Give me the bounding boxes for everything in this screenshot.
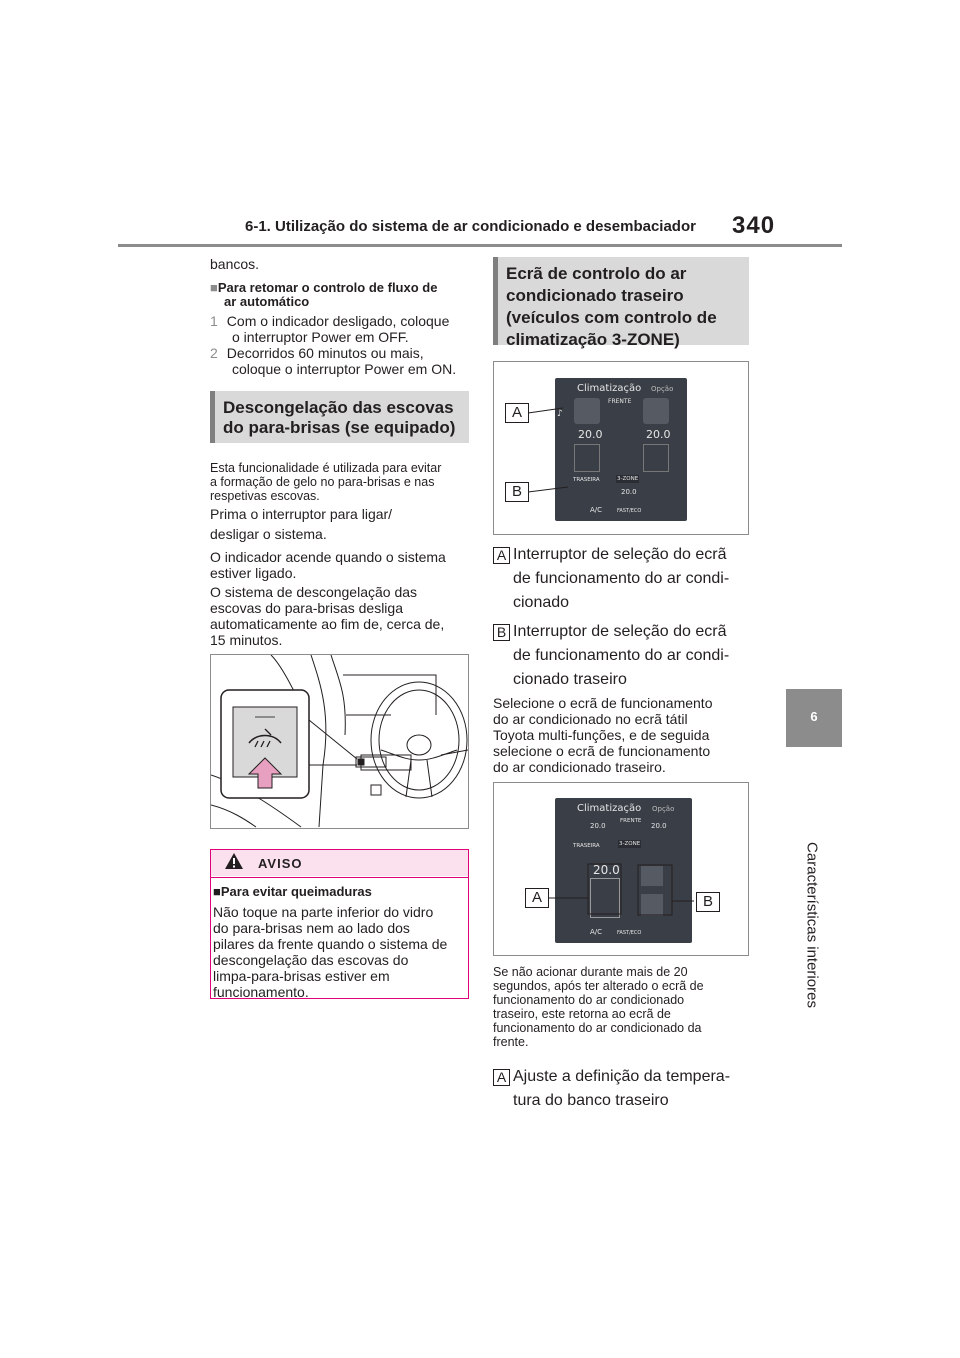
temp-left-adjust[interactable] xyxy=(574,444,600,472)
item-a-badge: A xyxy=(493,547,510,564)
ac-button[interactable]: A/C xyxy=(590,928,603,936)
section-title: 6-1. Utilização do sistema de ar condici… xyxy=(245,218,696,235)
temp-right-adjust[interactable] xyxy=(643,444,669,472)
front-label: FRENTE xyxy=(620,818,642,824)
fast-eco-button[interactable]: FAST/ECO xyxy=(617,508,642,514)
section-header-rear-line2: condicionado traseiro xyxy=(506,286,684,305)
temp-big: 20.0 xyxy=(593,863,620,877)
seat-right-button[interactable] xyxy=(643,398,669,424)
indicator-text: O indicador acende quando o sistema esti… xyxy=(210,549,446,581)
item-a2-badge: A xyxy=(493,1069,510,1086)
chapter-label: Características interiores xyxy=(803,842,821,1008)
option-tab[interactable]: Opção xyxy=(652,805,675,813)
zone-tab[interactable]: 3-ZONE xyxy=(618,840,642,848)
item-a2-text: Ajuste a definição da tempera- tura do b… xyxy=(513,1068,731,1109)
temp-right: 20.0 xyxy=(646,428,671,441)
zone-tab[interactable]: 3-ZONE xyxy=(616,475,640,483)
rear-seat-button[interactable] xyxy=(641,866,663,886)
rear-tab[interactable]: TRASEIRA xyxy=(573,477,600,483)
warning-subtitle: ■Para evitar queimaduras xyxy=(213,884,372,899)
warning-body: Não toque na parte inferior do vidro do … xyxy=(213,904,448,1000)
section-header-rear-line3: (veículos com controlo de xyxy=(506,308,717,327)
temp-right: 20.0 xyxy=(651,822,667,830)
climate-screen-2: Climatização Opção 20.0 FRENTE 20.0 TRAS… xyxy=(555,798,692,943)
chapter-tab xyxy=(786,689,842,747)
section-header-defrost-line2: do para-brisas (se equipado) xyxy=(223,418,456,437)
bullet-square-icon: ■ xyxy=(210,280,218,295)
bullet-square-icon: ■ xyxy=(213,884,221,899)
climate-screen-1: Climatização Opção ♪ FRENTE 20.0 20.0 TR… xyxy=(555,378,687,521)
section-header-defrost-line1: Descongelação das escovas xyxy=(223,398,454,417)
temp-left: 20.0 xyxy=(590,822,606,830)
step-2-cont: coloque o interruptor Power em ON. xyxy=(232,361,457,377)
section-header-rear-line1: Ecrã de controlo do ar xyxy=(506,264,687,283)
callout-a-label: A xyxy=(505,403,529,423)
callout-a-label-2: A xyxy=(525,888,549,908)
defrost-description: Esta funcionalidade é utilizada para evi… xyxy=(210,461,442,503)
item-b-badge: B xyxy=(493,624,510,641)
warning-header xyxy=(211,850,468,876)
section-header-rear-line4: climatização 3-ZONE) xyxy=(506,330,680,349)
rear-temp-adjust[interactable] xyxy=(590,878,620,918)
section-header-rear-screen: Ecrã de controlo do ar condicionado tras… xyxy=(493,257,749,349)
callout-lines-2 xyxy=(546,863,694,916)
rear-seat-heat-button[interactable] xyxy=(641,894,663,916)
seat-left-button[interactable] xyxy=(574,398,600,424)
seat-icon[interactable]: ♪ xyxy=(557,409,563,419)
front-label: FRENTE xyxy=(608,398,632,405)
header-rule xyxy=(118,244,842,247)
ac-button[interactable]: A/C xyxy=(590,506,603,514)
screen-sidebar: ♪ xyxy=(557,404,569,514)
timeout-text: Se não acionar durante mais de 20 segund… xyxy=(493,965,704,1049)
warning-box xyxy=(210,849,469,999)
restore-heading: ■Para retomar o controlo de fluxo de xyxy=(210,280,438,295)
item-a-text: Interruptor de seleção do ecrã de funcio… xyxy=(513,546,730,611)
page-number: 340 xyxy=(732,212,776,239)
section-header-defrost: Descongelação das escovas do para-brisas… xyxy=(210,391,469,443)
warning-rule xyxy=(211,877,468,878)
callout-b-label-2: B xyxy=(696,892,720,912)
select-instruction: Selecione o ecrã de funcionamento do ar … xyxy=(493,695,713,775)
callout-lines-1 xyxy=(527,407,569,493)
option-tab[interactable]: Opção xyxy=(651,385,674,393)
chapter-number: 6 xyxy=(810,709,818,724)
press-instruction: Prima o interruptor para ligar/ desligar… xyxy=(210,506,393,542)
screen-title: Climatização xyxy=(577,803,642,814)
restore-heading-cont: ar automático xyxy=(224,294,310,309)
fast-eco-button[interactable]: FAST/ECO xyxy=(617,930,642,936)
temp-rear: 20.0 xyxy=(621,488,637,496)
auto-off-text: O sistema de descongelação das escovas d… xyxy=(210,584,445,648)
screen-title: Climatização xyxy=(577,383,642,394)
dashboard-drawing xyxy=(210,654,469,828)
warning-triangle-icon xyxy=(225,853,243,869)
dashboard-illustration xyxy=(210,654,469,829)
rear-tab[interactable]: TRASEIRA xyxy=(573,843,600,849)
intro-text: bancos. xyxy=(210,256,260,272)
callout-b-label: B xyxy=(505,482,529,502)
warning-title: AVISO xyxy=(258,856,303,871)
step-1-cont: o interruptor Power em OFF. xyxy=(232,329,409,345)
temp-left: 20.0 xyxy=(578,428,603,441)
item-b-text: Interruptor de seleção do ecrã de funcio… xyxy=(513,623,730,688)
